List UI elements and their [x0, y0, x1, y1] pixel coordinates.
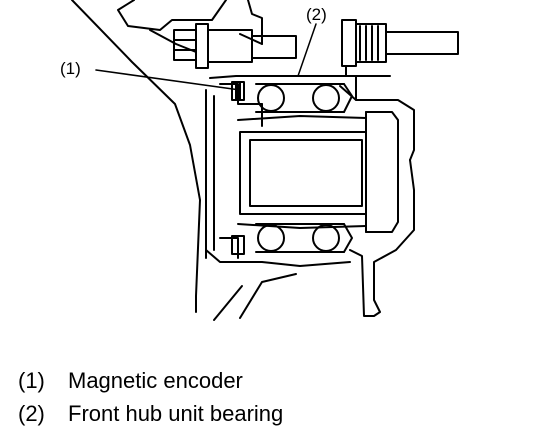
legend-text: Front hub unit bearing [68, 401, 284, 426]
legend-item: (1) Magnetic encoder [18, 364, 538, 397]
legend: (1) Magnetic encoder (2) Front hub unit … [18, 364, 538, 430]
bearing-balls [255, 83, 353, 253]
legend-number: (1) [18, 368, 45, 393]
leader-line-1 [95, 69, 241, 91]
leader-line-2 [297, 23, 317, 77]
knuckle-bolt [173, 23, 297, 69]
callout-1: (1) [60, 59, 81, 78]
hub-unit-body [205, 75, 415, 317]
legend-item: (2) Front hub unit bearing [18, 397, 538, 430]
legend-text: Magnetic encoder [68, 368, 243, 393]
legend-number: (2) [18, 401, 45, 426]
wheel-stud [341, 19, 459, 77]
knuckle-outline [71, 0, 297, 321]
hub-bearing-diagram: (1) (2) [60, 0, 459, 321]
magnetic-encoder [231, 81, 245, 255]
callout-2: (2) [306, 5, 327, 24]
